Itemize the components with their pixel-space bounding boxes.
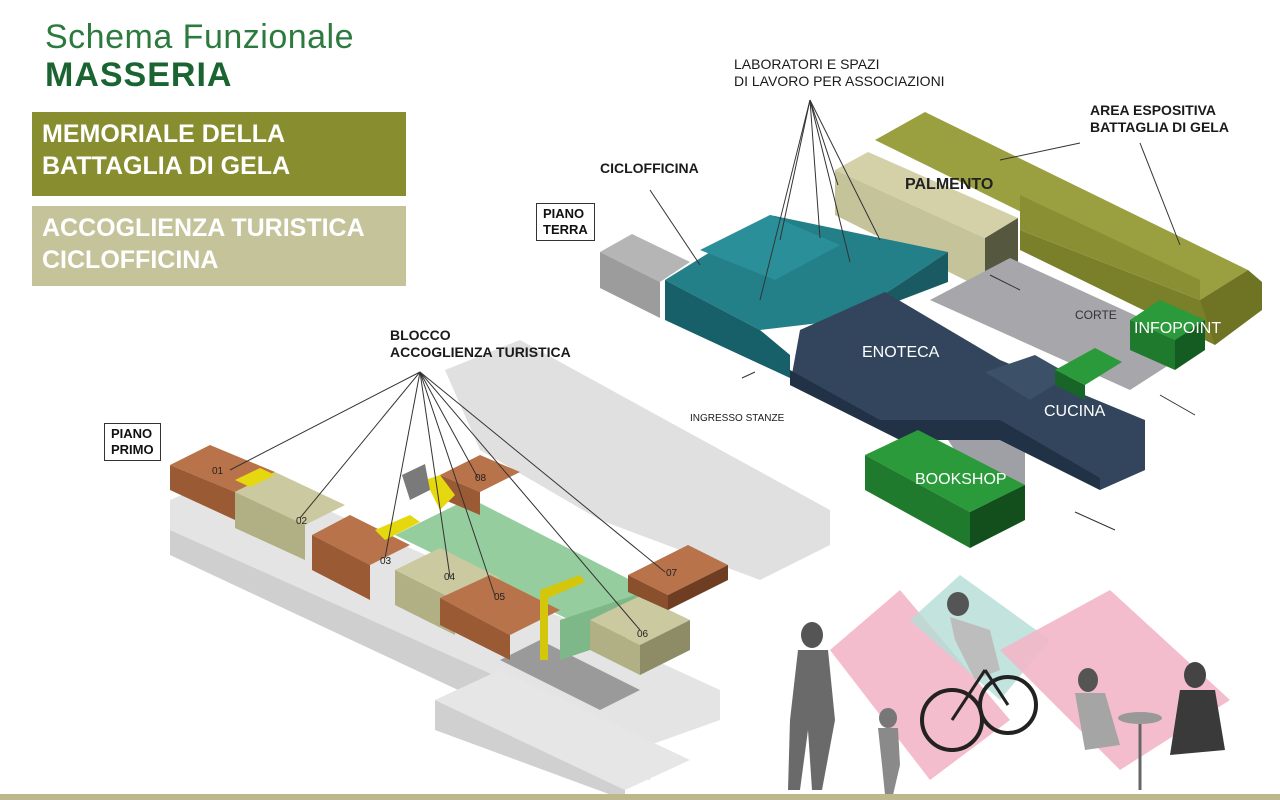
- label-ingresso-stanze: INGRESSO STANZE: [690, 413, 785, 424]
- floor-ground-line2: TERRA: [543, 222, 588, 237]
- label-ciclofficina: CICLOFFICINA: [600, 160, 699, 176]
- floor-label-ground: PIANO TERRA: [536, 203, 595, 241]
- room-number-06: 06: [637, 629, 649, 640]
- room-infopoint: INFOPOINT: [1134, 320, 1222, 337]
- legend-accoglienza-line2: CICLOFFICINA: [42, 246, 219, 274]
- room-number-07: 07: [666, 568, 678, 579]
- label-laboratori-line1: LABORATORI E SPAZI: [734, 56, 880, 72]
- floor-first-line2: PRIMO: [111, 442, 154, 457]
- grey-block-ground: [600, 234, 690, 318]
- page-title: Schema Funzionale: [45, 18, 355, 56]
- bookshop-block: [865, 430, 1025, 548]
- room-number-03: 03: [380, 556, 392, 567]
- page-subtitle: MASSERIA: [45, 56, 233, 94]
- first-leader-lines: [229, 371, 666, 631]
- label-laboratori-line2: DI LAVORO PER ASSOCIAZIONI: [734, 73, 945, 89]
- label-blocco-line1: BLOCCO: [390, 327, 451, 343]
- room-number-04: 04: [444, 572, 456, 583]
- floor-label-first: PIANO PRIMO: [104, 423, 161, 461]
- floor-ground-line1: PIANO: [543, 206, 585, 221]
- ground-leader-lines: [649, 99, 1196, 531]
- legend-memoriale-line2: BATTAGLIA DI GELA: [42, 152, 291, 180]
- label-area-line2: BATTAGLIA DI GELA: [1090, 119, 1229, 135]
- floor-first-line1: PIANO: [111, 426, 153, 441]
- first-floor-rooms: [170, 445, 728, 675]
- legend-memoriale: MEMORIALE DELLA BATTAGLIA DI GELA: [32, 112, 406, 196]
- room-number-08: 08: [475, 473, 487, 484]
- legend-memoriale-line1: MEMORIALE DELLA: [42, 120, 286, 148]
- legend-accoglienza: ACCOGLIENZA TURISTICA CICLOFFICINA: [32, 206, 406, 286]
- room-number-02: 02: [296, 516, 308, 527]
- people-collage: [788, 575, 1230, 795]
- room-enoteca: ENOTECA: [862, 344, 940, 361]
- infopoint-block: [1055, 300, 1205, 400]
- label-laboratori: LABORATORI E SPAZI DI LAVORO PER ASSOCIA…: [734, 56, 945, 90]
- room-bookshop: BOOKSHOP: [915, 471, 1007, 488]
- room-number-05: 05: [494, 592, 506, 603]
- label-blocco-accoglienza: BLOCCO ACCOGLIENZA TURISTICA: [390, 327, 571, 361]
- room-number-01: 01: [212, 466, 224, 477]
- enoteca-cucina-block: [790, 292, 1145, 490]
- room-palmento: PALMENTO: [905, 176, 994, 193]
- room-cucina: CUCINA: [1044, 403, 1106, 420]
- footer-bar: [0, 794, 1280, 800]
- label-blocco-line2: ACCOGLIENZA TURISTICA: [390, 344, 571, 360]
- room-corte: CORTE: [1075, 308, 1117, 322]
- legend-accoglienza-line1: ACCOGLIENZA TURISTICA: [42, 214, 365, 242]
- label-area-espositiva: AREA ESPOSITIVA BATTAGLIA DI GELA: [1090, 102, 1229, 136]
- label-area-line1: AREA ESPOSITIVA: [1090, 102, 1217, 118]
